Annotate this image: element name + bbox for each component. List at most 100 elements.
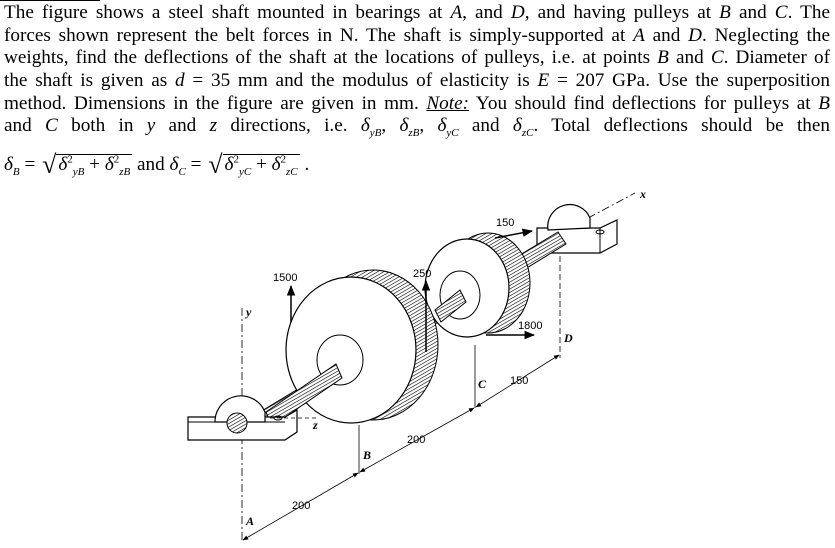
dimension-cd xyxy=(475,354,560,408)
exponent: 2 xyxy=(67,153,73,166)
radicand: δ2yB + δ2zB xyxy=(56,153,133,178)
text-segment: and xyxy=(155,115,210,137)
italic-symbol: C xyxy=(774,2,788,23)
text-segment: . Diameter of xyxy=(723,47,830,69)
text-segment: , xyxy=(381,115,400,137)
bearing-a xyxy=(187,395,298,441)
dimension-ab xyxy=(242,472,359,541)
exponent: 2 xyxy=(280,153,287,166)
x-axis-label: x xyxy=(639,187,646,201)
text-segment: , and having pulleys at xyxy=(524,2,720,23)
italic-symbol: δ xyxy=(360,115,370,137)
text-segment: The figure shows a steel shaft mounted i… xyxy=(4,2,451,23)
subscript: yB xyxy=(72,165,85,178)
plus: + xyxy=(251,154,272,175)
subscript: C xyxy=(178,165,186,178)
subscript: B xyxy=(12,165,20,178)
force-1800-label: 1800 xyxy=(518,320,542,332)
text-line: method. Dimensions in the figure are giv… xyxy=(4,93,830,116)
italic-symbol: C xyxy=(45,115,58,137)
sqrt-b: √δ2yB + δ2zB xyxy=(40,150,133,180)
text-line: and C both in y and z directions, i.e. δ… xyxy=(4,115,830,138)
shaft-diagram: x y z 1500 250 150 1800 D xyxy=(187,187,646,542)
text-segment: You should find deflections for pulleys … xyxy=(469,92,819,114)
italic-symbol: A xyxy=(450,2,463,23)
text-segment: and xyxy=(730,2,775,23)
and-text: and xyxy=(132,154,170,175)
symbol-delta: δ xyxy=(169,154,179,175)
text-segment: directions, i.e. xyxy=(217,115,361,137)
italic-symbol: z xyxy=(209,115,218,137)
text-segment: weights, find the deflections of the sha… xyxy=(4,47,658,69)
subscript: zC xyxy=(286,165,298,178)
subscript: zB xyxy=(119,165,131,178)
text-line: The figure shows a steel shaft mounted i… xyxy=(4,2,830,25)
exponent: 2 xyxy=(233,153,239,166)
text-segment: the shaft is given as xyxy=(4,70,176,92)
text-segment: , and xyxy=(462,2,511,23)
italic-symbol: y xyxy=(146,115,156,137)
italic-symbol: d xyxy=(175,70,185,92)
z-axis-label: z xyxy=(312,418,318,432)
text-segment: , xyxy=(419,115,438,137)
subscript: zC xyxy=(521,127,534,140)
point-a-label: A xyxy=(245,514,254,528)
symbol-delta: δ xyxy=(104,154,114,175)
exponent: 2 xyxy=(113,153,120,166)
italic-symbol: B xyxy=(719,2,731,23)
symbol-delta: δ xyxy=(58,154,68,175)
subscript: zB xyxy=(408,127,420,140)
text-segment: . Total deflections should be then xyxy=(533,115,831,137)
text-segment: both in xyxy=(57,115,147,137)
text-line: forces shown represent the belt forces i… xyxy=(4,25,830,48)
point-d-label: D xyxy=(563,331,573,345)
dimension-ab-label: 200 xyxy=(292,500,310,512)
symbol-delta: δ xyxy=(4,154,13,175)
period: . xyxy=(299,154,310,175)
force-150-arrow xyxy=(494,228,534,239)
force-150-label: 150 xyxy=(496,217,514,229)
subscript: yC xyxy=(238,165,252,178)
text-segment: method. Dimensions in the figure are giv… xyxy=(4,92,427,114)
text-segment: and xyxy=(644,24,689,46)
symbol-delta: δ xyxy=(224,154,234,175)
point-c-label: C xyxy=(478,377,487,391)
text-segment: and xyxy=(668,47,711,69)
symbol-delta: δ xyxy=(271,154,281,175)
equals: = xyxy=(185,154,207,175)
equals: = xyxy=(19,154,41,175)
italic-symbol: B xyxy=(818,92,830,114)
text-segment: = 35 mm and the modulus of elasticity is xyxy=(184,70,538,92)
top-rule xyxy=(0,0,100,1)
subscript: yB xyxy=(369,127,382,140)
italic-symbol: Note: xyxy=(426,92,470,114)
point-b-label: B xyxy=(362,448,371,462)
text-segment: forces shown represent the belt forces i… xyxy=(4,24,634,46)
italic-symbol: δ xyxy=(512,115,522,137)
text-line: weights, find the deflections of the sha… xyxy=(4,47,830,70)
dimension-cd-label: 150 xyxy=(510,375,528,387)
text-segment: . Neglecting the xyxy=(701,24,830,46)
dimension-bc-label: 200 xyxy=(407,434,425,446)
pulley-b xyxy=(265,269,439,427)
force-250-label: 250 xyxy=(413,268,431,280)
y-axis-label: y xyxy=(244,305,252,319)
x-axis xyxy=(587,192,636,219)
radicand: δ2yC + δ2zC xyxy=(222,153,300,178)
dimension-bc xyxy=(359,407,475,473)
italic-symbol: δ xyxy=(399,115,409,137)
text-segment: and xyxy=(458,115,513,137)
text-line: the shaft is given as d = 35 mm and the … xyxy=(4,70,830,93)
italic-symbol: D xyxy=(688,24,702,46)
subscript: yC xyxy=(446,127,459,140)
italic-symbol: B xyxy=(657,47,669,69)
text-segment: = 207 GPa. Use the superposition xyxy=(549,70,830,92)
italic-symbol: A xyxy=(633,24,645,46)
pulley-c xyxy=(424,232,531,338)
italic-symbol: D xyxy=(510,2,525,23)
force-1500-label: 1500 xyxy=(273,272,297,284)
text-segment: . The xyxy=(787,2,830,23)
problem-statement: The figure shows a steel shaft mounted i… xyxy=(4,2,830,139)
italic-symbol: δ xyxy=(437,115,447,137)
italic-symbol: E xyxy=(537,70,550,92)
